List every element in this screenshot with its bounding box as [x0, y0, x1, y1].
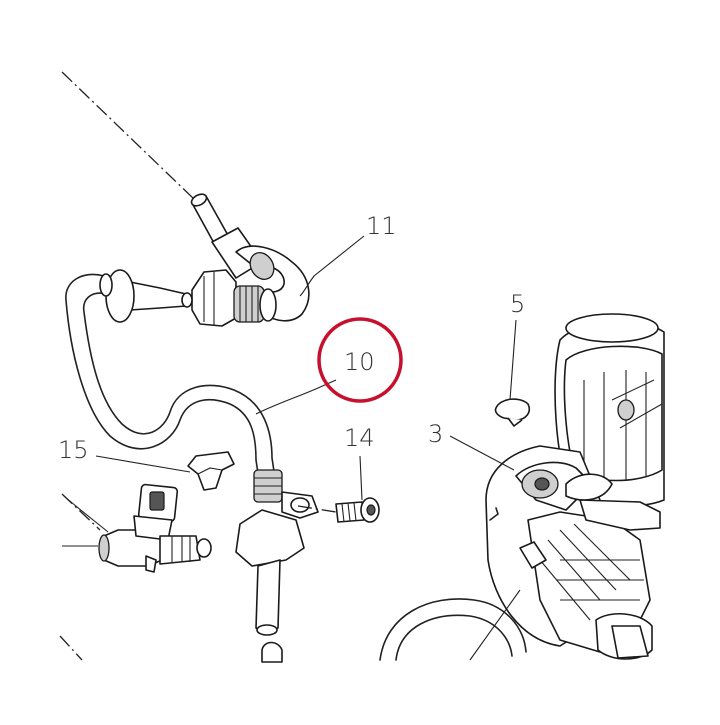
- fuel-injector[interactable]: [98, 483, 212, 573]
- callout-5: 5: [510, 290, 525, 318]
- callout-3: 3: [428, 420, 443, 448]
- part-10-fuel-hose[interactable]: [65, 273, 319, 663]
- leader-11: [299, 235, 365, 297]
- callout-10: 10: [344, 348, 375, 376]
- callout-14: 14: [344, 424, 375, 452]
- part-14-bolt[interactable]: [297, 497, 380, 523]
- part-15-clip[interactable]: [187, 451, 235, 491]
- leader-lines: [62, 235, 517, 547]
- leader-10: [255, 379, 337, 415]
- callout-15: 15: [58, 436, 89, 464]
- highlight-circle: [317, 317, 403, 403]
- leader-15: [95, 455, 191, 473]
- axis-line-top: [61, 71, 196, 201]
- leader-5: [509, 319, 517, 401]
- part-11-quick-connector-hose[interactable]: [105, 192, 310, 327]
- axis-line-bottom-left: [59, 635, 83, 661]
- leader-14: [359, 455, 363, 501]
- callout-11: 11: [366, 212, 397, 240]
- part-3-throttle-body[interactable]: [379, 313, 665, 661]
- leader-injector: [63, 495, 109, 533]
- part-5-gasket[interactable]: [494, 398, 531, 427]
- leader-3: [449, 435, 515, 471]
